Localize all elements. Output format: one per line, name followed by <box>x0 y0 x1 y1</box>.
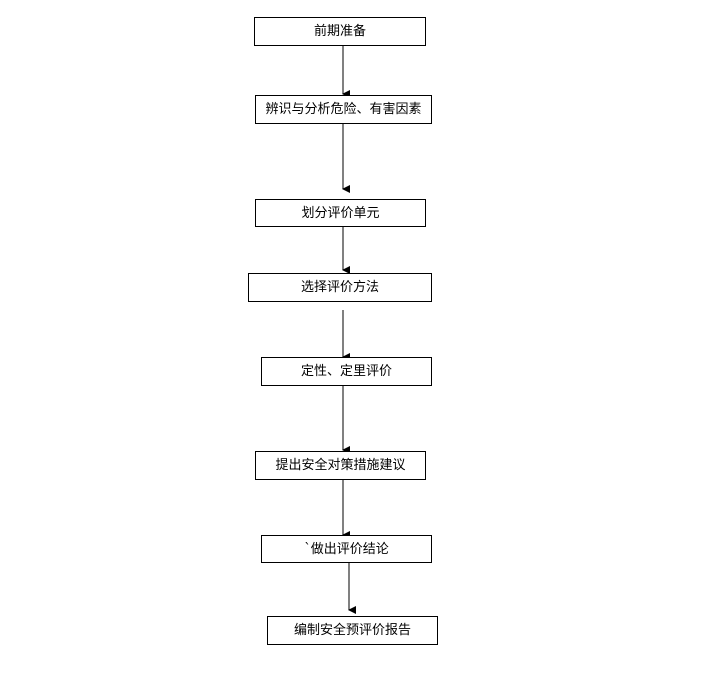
step-safety-measures: 提出安全对策措施建议 <box>255 451 426 480</box>
step-qualitative-quantitative: 定性、定里评价 <box>261 357 432 386</box>
step-divide-units: 划分评价单元 <box>255 199 426 227</box>
step-report: 编制安全预评价报告 <box>267 616 438 645</box>
step-identify-hazards: 辨识与分析危险、有害因素 <box>255 95 432 124</box>
step-prepare: 前期准备 <box>254 17 426 46</box>
step-select-method: 选择评价方法 <box>248 273 432 302</box>
step-conclusion: `做出评价结论 <box>261 535 432 563</box>
